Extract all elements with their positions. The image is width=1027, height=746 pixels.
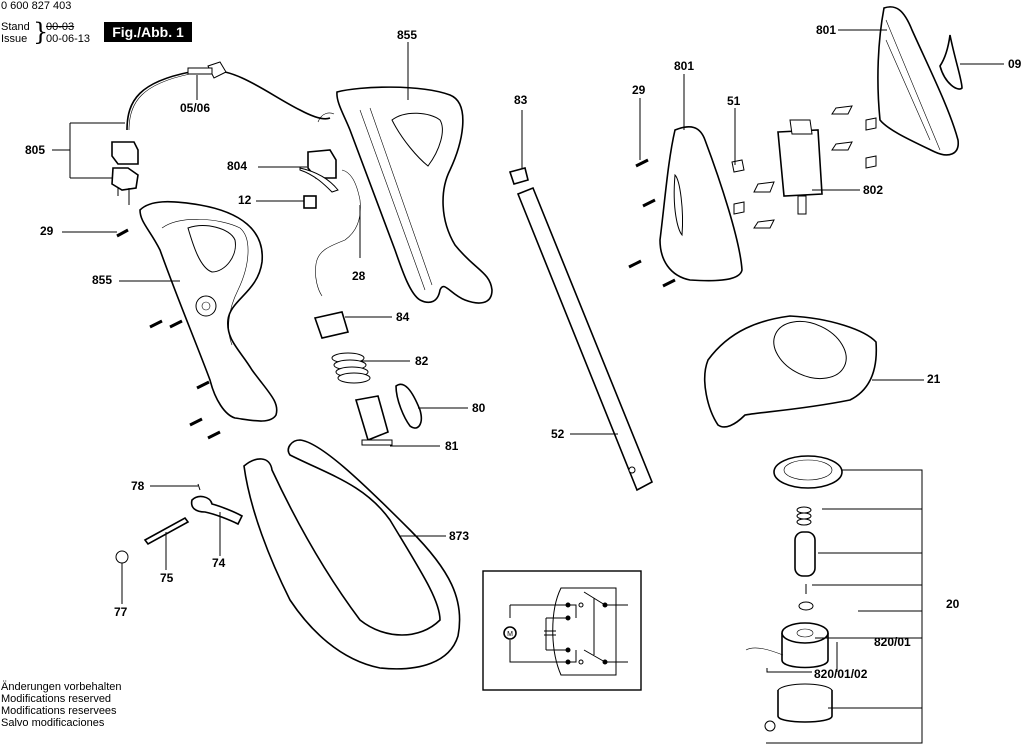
wiring-diagram: M (482, 570, 642, 691)
part-label-873: 873 (449, 529, 470, 543)
figure-badge: Fig./Abb. 1 (104, 22, 192, 42)
part-label-82: 82 (415, 354, 429, 368)
part-label-83: 83 (514, 93, 528, 107)
sleeve-part (313, 311, 350, 339)
part-label-820-01-02: 820/01/02 (814, 667, 868, 681)
footer-line-de: Änderungen vorbehalten (1, 681, 122, 693)
stand-date-struck: 00-03 (46, 21, 75, 33)
tube-cap-part (508, 167, 529, 185)
spring-small-part (796, 506, 812, 526)
button-part (395, 383, 423, 429)
ring-part (115, 550, 129, 564)
auxiliary-handle-part (243, 439, 461, 670)
document-number: 0 600 827 403 (1, 0, 72, 12)
issue-label: Issue (1, 33, 28, 45)
leader-lines (52, 29, 1004, 604)
cover-part (939, 34, 963, 90)
part-label-29-left: 29 (40, 224, 54, 238)
holder-part (354, 395, 389, 442)
threaded-bolt-part (143, 516, 190, 546)
part-label-51: 51 (727, 94, 741, 108)
motor-housing-front-part (659, 126, 743, 282)
part-label-801-top: 801 (816, 23, 837, 37)
washer-part (798, 601, 814, 611)
part-label-28: 28 (352, 269, 366, 283)
power-cord-part (111, 61, 335, 205)
part-label-80: 80 (472, 401, 486, 415)
part-label-75: 75 (160, 571, 174, 585)
part-label-77: 77 (114, 605, 128, 619)
spool-part (745, 622, 829, 669)
stand-label: Stand (1, 21, 30, 33)
motor-housing-rear-part (877, 6, 959, 156)
brace-icon: } (33, 18, 49, 46)
part-label-20: 20 (946, 597, 960, 611)
spool-shaft-part (794, 531, 816, 577)
part-label-855-top: 855 (397, 28, 418, 42)
rubber-pads (731, 105, 877, 229)
issue-date: 00-06-13 (46, 33, 91, 45)
spring-part (331, 352, 371, 384)
motor-symbol-label: M (507, 631, 513, 638)
part-label-74: 74 (212, 556, 226, 570)
part-label-21: 21 (927, 372, 941, 386)
wing-nut-part (190, 495, 244, 526)
part-label-52: 52 (551, 427, 565, 441)
eyelet-part (764, 720, 776, 732)
part-label-09: 09 (1008, 57, 1022, 71)
part-label-05-06: 05/06 (180, 101, 211, 115)
part-label-820-01: 820/01 (874, 635, 911, 649)
holder-flange (361, 439, 393, 446)
part-label-84: 84 (396, 310, 410, 324)
left-housing-part (139, 200, 278, 422)
part-label-802: 802 (863, 183, 884, 197)
motor-symbol-icon (503, 626, 517, 640)
right-housing-part (336, 86, 493, 304)
footer-line-en: Modifications reserved (1, 693, 112, 705)
spool-cover-part (773, 455, 843, 489)
spool-housing-part (777, 683, 833, 723)
motor-part (777, 119, 823, 215)
part-label-801-mid: 801 (674, 59, 695, 73)
part-label-12: 12 (238, 193, 252, 207)
footer-line-es: Salvo modificaciones (1, 717, 105, 729)
tube-part (516, 186, 654, 492)
part-label-855-left: 855 (92, 273, 113, 287)
part-label-78: 78 (131, 479, 145, 493)
part-label-81: 81 (445, 439, 459, 453)
footer-line-fr: Modifications reservees (1, 705, 117, 717)
part-label-29-right: 29 (632, 83, 646, 97)
part-label-805: 805 (25, 143, 46, 157)
part-label-804: 804 (227, 159, 248, 173)
switch-part (299, 149, 361, 297)
screws (116, 158, 676, 440)
